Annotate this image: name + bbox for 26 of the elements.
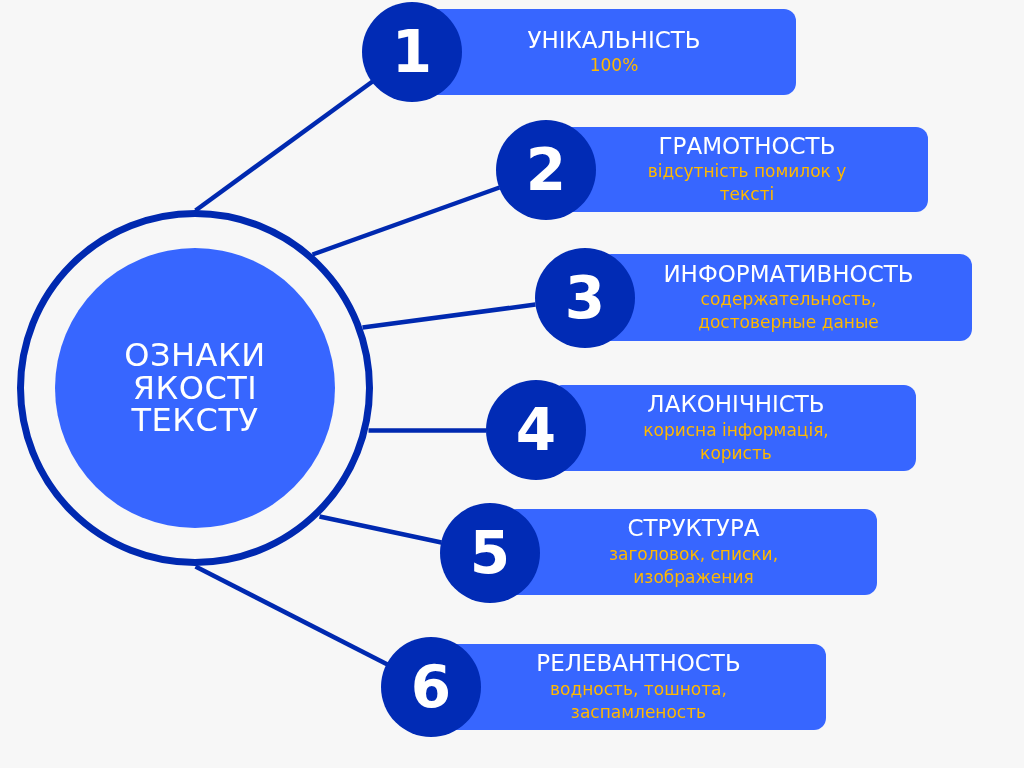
feature-detail: відсутність помилок у тексті	[646, 160, 848, 207]
step-number: 1	[391, 23, 433, 81]
feature-heading: УНІКАЛЬНІСТЬ	[527, 26, 701, 55]
feature-heading: ИНФОРМАТИВНОСТЬ	[663, 260, 914, 289]
connector-line	[194, 79, 374, 213]
step-number: 6	[410, 658, 452, 716]
topic-ring	[17, 210, 373, 566]
feature-heading: ГРАМОТНОСТЬ	[658, 132, 836, 161]
connector-line	[362, 302, 536, 330]
feature-detail: заголовок, списки, изображения	[607, 542, 780, 589]
connector-line	[368, 428, 487, 433]
connector-line	[319, 514, 442, 545]
feature-heading: СТРУКТУРА	[627, 515, 760, 543]
connector-line	[194, 564, 389, 667]
feature-detail: содержательность, достоверные даные	[697, 288, 880, 335]
connector-line	[311, 185, 501, 257]
step-number: 3	[564, 269, 606, 327]
step-number: 2	[525, 141, 567, 199]
feature-heading: ЛАКОНІЧНІСТЬ	[647, 391, 825, 419]
feature-detail: корисна інформація, користь	[642, 418, 830, 465]
feature-heading: РЕЛЕВАНТНОСТЬ	[536, 650, 741, 678]
step-number: 5	[469, 524, 511, 582]
topic-title: ОЗНАКИ ЯКОСТІ ТЕКСТУ	[124, 338, 266, 438]
step-number: 4	[515, 401, 557, 459]
feature-detail: водность, тошнота, заспамленость	[549, 677, 728, 724]
feature-detail: 100%	[589, 54, 639, 78]
